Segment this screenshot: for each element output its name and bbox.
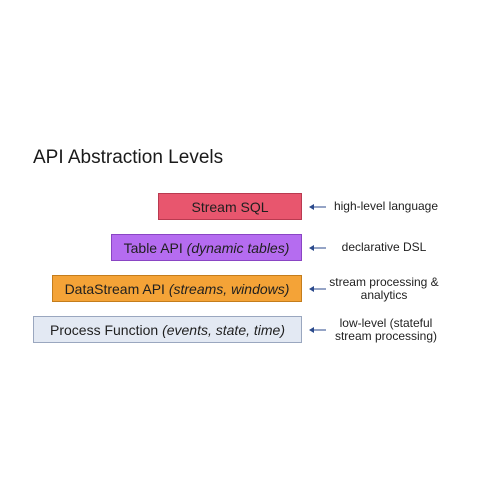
table-api-detail: (dynamic tables)	[186, 239, 290, 256]
process-function-label: Process Function	[50, 321, 159, 338]
process-function-box: Process Function (events, state, time)	[33, 316, 302, 343]
datastream-api-box: DataStream API (streams, windows)	[52, 275, 302, 302]
table-api-note: declarative DSL	[337, 241, 431, 254]
stream-sql-label: Stream SQL	[191, 198, 269, 215]
datastream-api-note-line2: analytics	[360, 288, 408, 302]
diagram-title: API Abstraction Levels	[33, 147, 224, 168]
arrow-icon	[309, 286, 326, 292]
arrow-icon	[309, 245, 326, 251]
table-api-note-line1: declarative DSL	[341, 240, 427, 254]
datastream-api-label: DataStream API	[64, 280, 165, 297]
arrow-icon	[309, 327, 326, 333]
table-api-box: Table API (dynamic tables)	[111, 234, 302, 261]
process-function-note: low-level (stateful stream processing)	[330, 317, 442, 343]
process-function-detail: (events, state, time)	[162, 321, 285, 338]
stream-sql-note-line1: high-level language	[333, 199, 439, 213]
stream-sql-box: Stream SQL	[158, 193, 302, 220]
arrow-icon	[309, 204, 326, 210]
datastream-api-detail: (streams, windows)	[168, 280, 290, 297]
datastream-api-note: stream processing & analytics	[325, 276, 443, 302]
process-function-note-line1: low-level (stateful	[339, 316, 433, 330]
table-api-label: Table API	[123, 239, 183, 256]
datastream-api-note-line1: stream processing &	[329, 275, 439, 289]
stream-sql-note: high-level language	[331, 200, 441, 213]
process-function-note-line2: stream processing)	[334, 329, 438, 343]
